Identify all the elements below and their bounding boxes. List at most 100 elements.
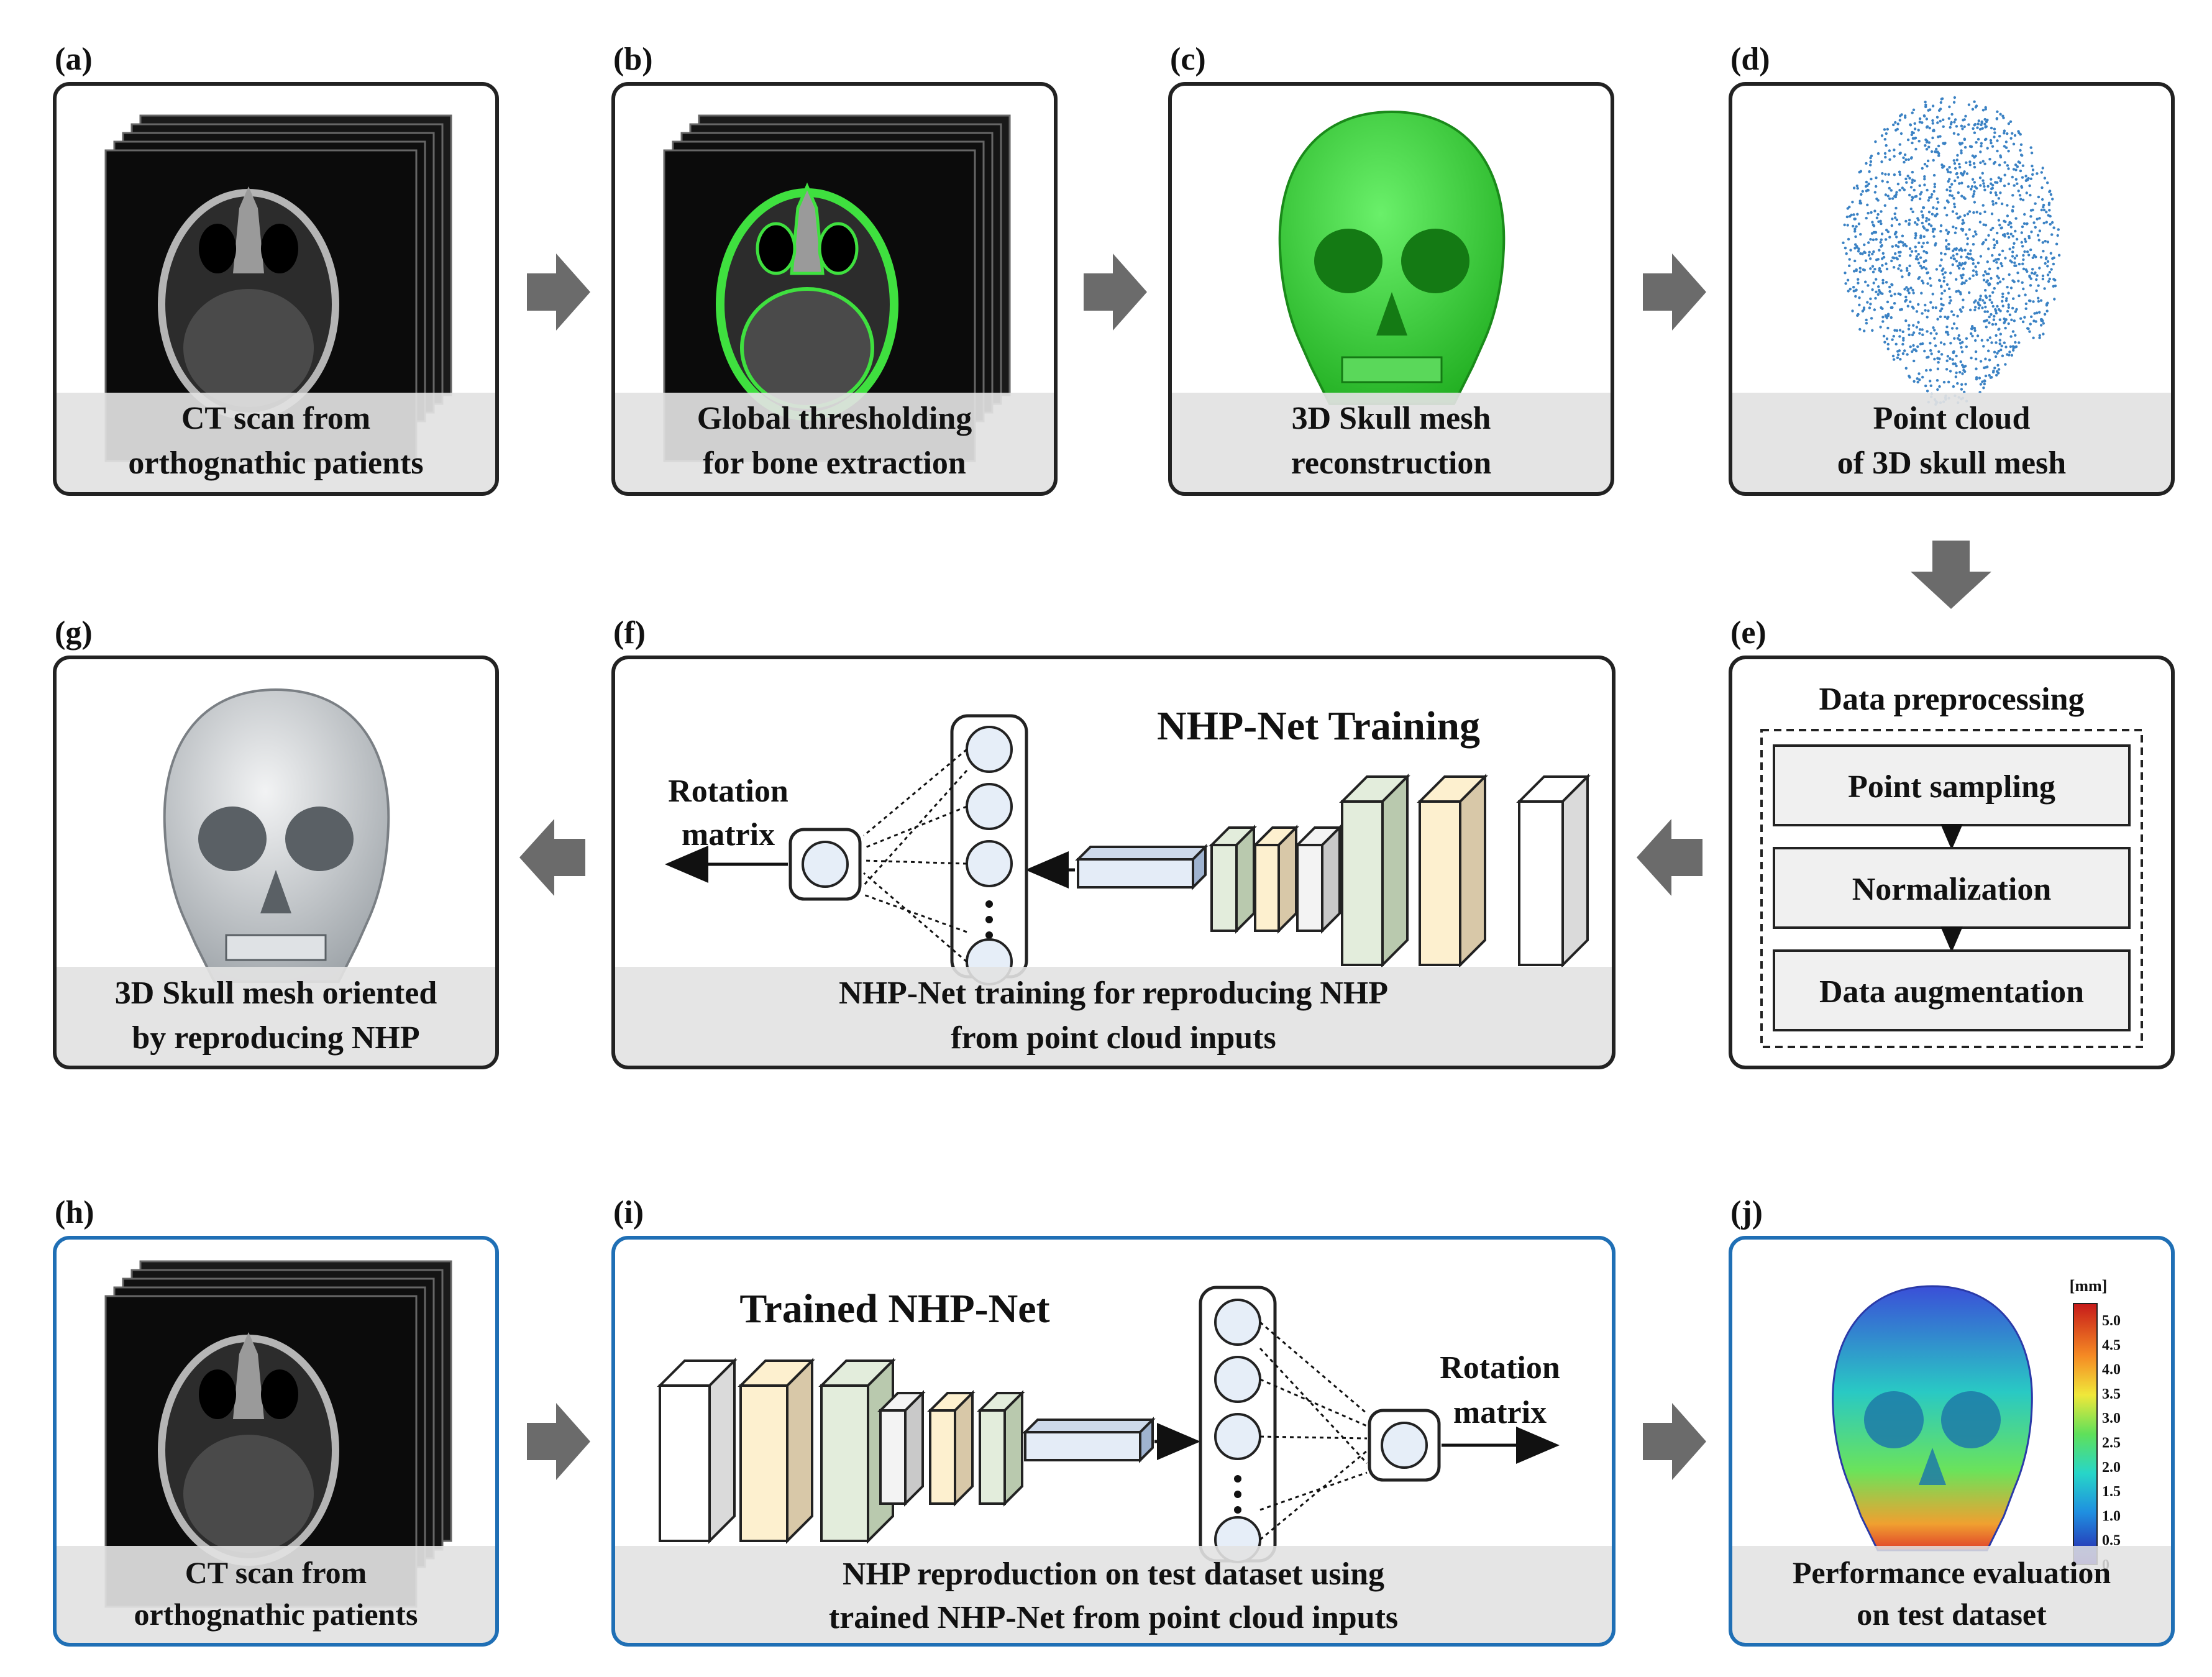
point-cloud-dot [1888, 235, 1891, 239]
point-cloud-dot [1962, 267, 1965, 270]
caption-line-1: CT scan from [185, 1555, 367, 1590]
point-cloud-dot [1983, 379, 1986, 382]
point-cloud-dot [2004, 140, 2008, 144]
point-cloud-dot [1990, 376, 1993, 379]
point-cloud-dot [1951, 210, 1955, 213]
point-cloud-dot [2010, 354, 2014, 357]
point-cloud-dot [1936, 116, 1939, 119]
point-cloud-dot [2039, 255, 2043, 259]
point-cloud-dot [1895, 235, 1898, 239]
point-cloud-dot [1913, 359, 1916, 363]
point-cloud-dot [1908, 247, 1912, 250]
point-cloud-dot [1908, 273, 1911, 276]
cnn-block [657, 1358, 738, 1544]
point-cloud-dot [1854, 295, 1857, 298]
point-cloud-dot [2043, 287, 2046, 290]
point-cloud-dot [2007, 306, 2010, 309]
point-cloud-dot [1929, 384, 1932, 387]
point-cloud-dot [1994, 191, 1998, 194]
point-cloud-dot [1981, 204, 1985, 207]
point-cloud-dot [2044, 262, 2047, 265]
point-cloud-dot [2052, 226, 2055, 229]
point-cloud-dot [1958, 370, 1962, 374]
point-cloud-dot [1916, 258, 1919, 261]
point-cloud-dot [1955, 278, 1958, 281]
point-cloud-dot [1952, 132, 1956, 135]
point-cloud-dot [1975, 104, 1978, 107]
point-cloud-dot [2030, 231, 2033, 234]
point-cloud-dot [1908, 176, 1911, 180]
point-cloud-dot [1972, 243, 1975, 246]
point-cloud-dot [2007, 303, 2010, 306]
point-cloud-dot [1891, 245, 1894, 248]
point-cloud-dot [1932, 158, 1935, 162]
point-cloud-dot [1880, 232, 1884, 235]
point-cloud-dot [1942, 303, 1945, 307]
point-cloud-dot [1925, 229, 1928, 232]
point-cloud-dot [2021, 320, 2025, 324]
point-cloud-dot [1994, 181, 1997, 184]
point-cloud-dot [1955, 354, 1958, 358]
point-cloud-dot [2001, 249, 2004, 252]
point-cloud-dot [2036, 217, 2039, 221]
point-cloud-dot [2014, 178, 2018, 181]
point-cloud-dot [1980, 145, 1983, 148]
point-cloud-dot [2041, 319, 2044, 322]
point-cloud-dot [1979, 383, 1983, 386]
point-cloud-dot [1925, 368, 1928, 372]
point-cloud-dot [2043, 313, 2047, 316]
point-cloud-dot [1956, 176, 1960, 179]
point-cloud-dot [1977, 262, 1980, 265]
point-cloud-dot [1924, 267, 1928, 270]
point-cloud-dot [1860, 193, 1863, 196]
point-cloud-dot [1915, 310, 1919, 313]
point-cloud-dot [1958, 262, 1961, 265]
point-cloud-dot [1890, 294, 1893, 298]
point-cloud-dot [2018, 294, 2021, 298]
point-cloud-dot [1875, 238, 1878, 241]
point-cloud-dot [2020, 185, 2023, 188]
point-cloud-dot [1992, 259, 1996, 263]
caption-band [1730, 1546, 2173, 1645]
point-cloud-dot [1927, 355, 1930, 359]
point-cloud-dot [1872, 250, 1875, 254]
point-cloud-dot [1926, 188, 1929, 192]
point-cloud-dot [1855, 269, 1858, 272]
point-cloud-dot [1988, 315, 1991, 319]
point-cloud-dot [1917, 219, 1920, 222]
point-cloud-dot [2042, 221, 2045, 225]
point-cloud-dot [2041, 198, 2044, 201]
point-cloud-dot [1974, 299, 1977, 303]
point-cloud-dot [1994, 355, 1998, 359]
point-cloud-dot [1937, 350, 1940, 354]
point-cloud-dot [1881, 320, 1885, 323]
point-cloud-dot [1979, 150, 1982, 153]
point-cloud-dot [2040, 208, 2043, 212]
point-cloud-dot [1919, 264, 1922, 268]
point-cloud-dot [1872, 270, 1875, 273]
point-cloud-dot [1996, 139, 1999, 142]
point-cloud-dot [1937, 144, 1940, 148]
point-cloud-dot [1995, 341, 1998, 344]
point-cloud-dot [1852, 224, 1855, 228]
point-cloud-dot [1936, 197, 1939, 200]
point-cloud-dot [2046, 273, 2050, 276]
point-cloud-dot [2007, 235, 2011, 239]
point-cloud-dot [1968, 252, 1972, 255]
point-cloud-dot [1979, 295, 1982, 298]
point-cloud-dot [1892, 334, 1895, 338]
caption-line-1: 3D Skull mesh oriented [115, 976, 437, 1011]
point-cloud-dot [1942, 380, 1946, 384]
point-cloud-dot [1904, 319, 1908, 322]
point-cloud-dot [2012, 297, 2015, 300]
point-cloud-dot [2014, 345, 2017, 349]
point-cloud-dot [2042, 322, 2045, 325]
point-cloud-dot [2029, 284, 2032, 287]
point-cloud-dot [1996, 267, 1999, 270]
point-cloud-dot [2051, 198, 2054, 201]
point-cloud-dot [1912, 324, 1915, 327]
point-cloud-dot [1937, 154, 1940, 157]
point-cloud-dot [1949, 370, 1952, 373]
point-cloud-dot [1973, 329, 1977, 332]
point-cloud-dot [1998, 342, 2001, 345]
